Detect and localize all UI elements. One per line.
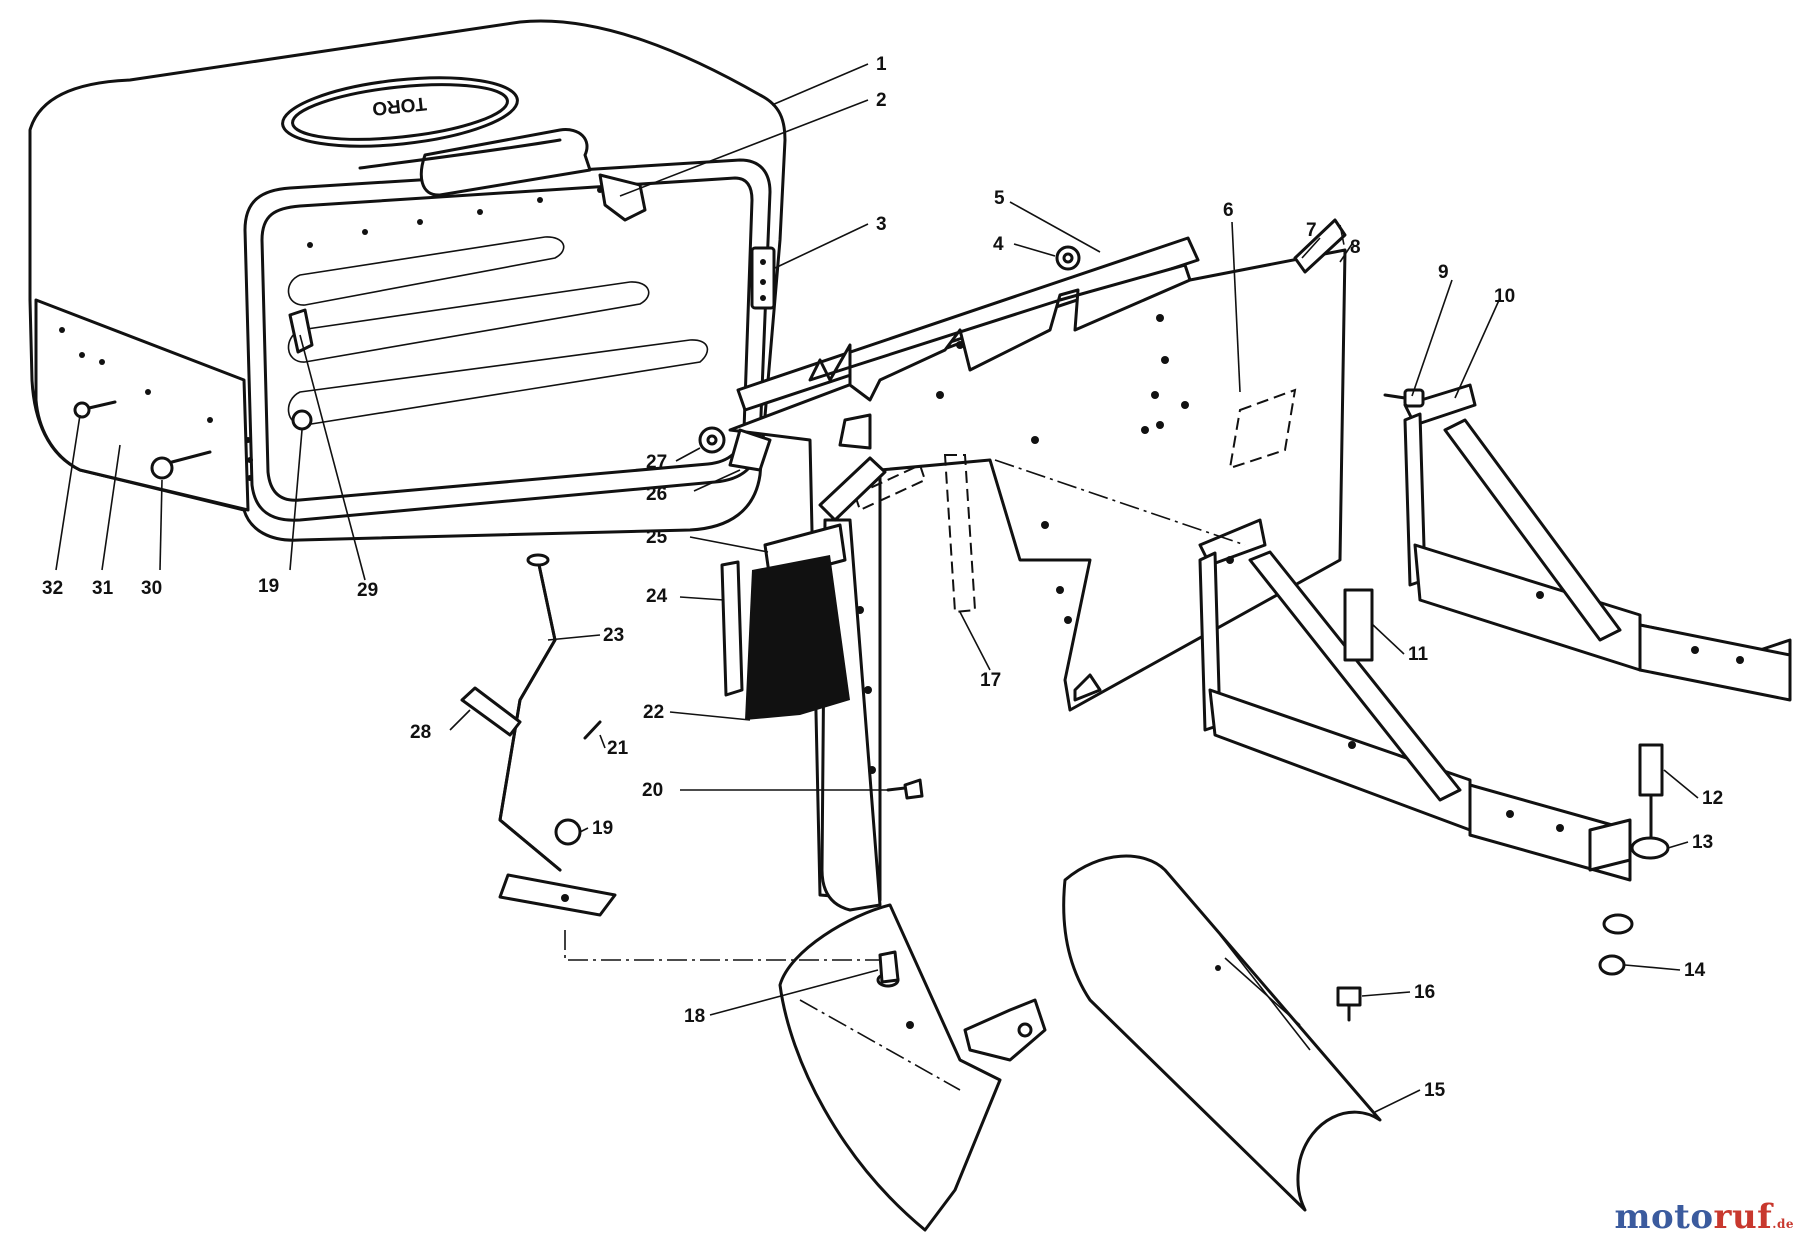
callout-32: 32	[42, 578, 63, 599]
callout-7: 7	[1306, 220, 1317, 241]
callout-23: 23	[603, 625, 624, 646]
callout-8: 8	[1350, 237, 1361, 258]
callout-22: 22	[643, 702, 664, 723]
callout-19-bag: 19	[258, 576, 279, 597]
callout-24: 24	[646, 586, 668, 607]
callout-19-handle: 19	[592, 818, 613, 839]
callout-1: 1	[876, 54, 887, 75]
watermark-suffix: ruf	[1713, 1197, 1773, 1237]
callout-21: 21	[607, 738, 629, 759]
dump-handle	[460, 553, 617, 917]
grass-bag-assembly: TORO	[28, 19, 787, 542]
bracket-left	[1198, 518, 1632, 882]
callout-16: 16	[1414, 982, 1435, 1003]
callout-labels: 1 2 3 4 5 6 7 8 9 10 11 12 13 14 15 16 1…	[42, 54, 1723, 1101]
callout-31: 31	[92, 578, 114, 599]
callout-30: 30	[141, 578, 162, 599]
callout-20: 20	[642, 780, 663, 801]
callout-29: 29	[357, 580, 378, 601]
callout-26: 26	[646, 484, 667, 505]
callout-25: 25	[646, 527, 668, 548]
callout-leaders	[55, 63, 1699, 1113]
callout-12: 12	[1702, 788, 1723, 809]
shield-flap	[720, 523, 850, 720]
phantom-lines	[564, 224, 1346, 1091]
callout-18: 18	[684, 1006, 705, 1027]
callout-6: 6	[1223, 200, 1234, 221]
deflector-panel	[1062, 854, 1382, 1212]
callout-2: 2	[876, 90, 887, 111]
toro-logo	[281, 76, 519, 148]
callout-15: 15	[1424, 1080, 1446, 1101]
callout-9: 9	[1438, 262, 1449, 283]
callout-5: 5	[994, 188, 1005, 209]
callout-17: 17	[980, 670, 1001, 691]
callout-27: 27	[646, 452, 667, 473]
callout-10: 10	[1494, 286, 1515, 307]
callout-14: 14	[1684, 960, 1706, 981]
watermark-prefix: moto	[1614, 1197, 1714, 1237]
bracket-right	[1403, 383, 1792, 702]
callout-28: 28	[410, 722, 431, 743]
watermark-tld: .de	[1772, 1217, 1794, 1231]
chute-panel	[778, 903, 1047, 1232]
callout-4: 4	[993, 234, 1004, 255]
callout-3: 3	[876, 214, 887, 235]
hardware	[698, 245, 1670, 1022]
callout-11: 11	[1408, 644, 1429, 665]
watermark-logo: motoruf.de	[1614, 1197, 1794, 1237]
callout-13: 13	[1692, 832, 1713, 853]
